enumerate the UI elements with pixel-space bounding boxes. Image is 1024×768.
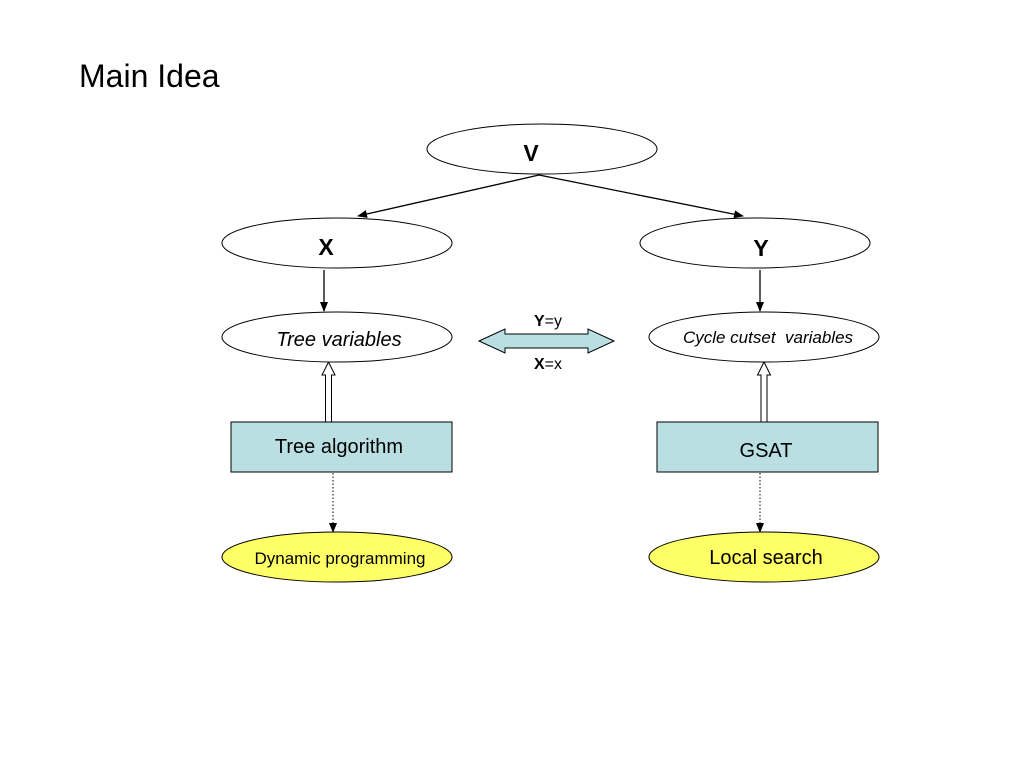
node-dynamic-programming: Dynamic programming <box>221 531 453 583</box>
node-cycle-cutset-variables: Cycle cutset variables <box>648 311 880 363</box>
node-y: Y <box>639 217 871 269</box>
node-dynamic-programming-label: Dynamic programming <box>255 549 426 568</box>
exchange-top-label: Y=y <box>534 313 562 330</box>
exchange-top-bold: Y <box>534 313 545 330</box>
hollow-arrow-tree-algo-to-tree-vars <box>321 360 336 423</box>
node-x-label: X <box>318 234 334 260</box>
node-cycle-cutset-variables-label: Cycle cutset variables <box>683 328 854 347</box>
double-arrow-icon <box>477 328 616 354</box>
slide-title: Main Idea <box>79 58 220 94</box>
exchange-bottom-rest: =x <box>545 356 562 373</box>
exchange-bottom-label: X=x <box>534 356 562 373</box>
node-x: X <box>221 217 453 269</box>
edge-v-to-x <box>357 174 540 218</box>
box-tree-algorithm-label: Tree algorithm <box>275 436 403 458</box>
box-gsat: GSAT <box>656 421 879 473</box>
box-gsat-label: GSAT <box>740 440 793 462</box>
exchange-top-rest: =y <box>545 313 562 330</box>
exchange-bottom-bold: X <box>534 356 545 373</box>
node-tree-variables-label: Tree variables <box>276 329 401 351</box>
edge-v-to-y <box>538 174 744 219</box>
node-y-label: Y <box>753 235 768 261</box>
node-local-search-label: Local search <box>709 547 822 569</box>
node-tree-variables: Tree variables <box>221 311 453 363</box>
exchange-double-arrow: Y=y X=x <box>477 313 616 373</box>
node-local-search: Local search <box>648 531 880 583</box>
node-v: V <box>426 123 658 175</box>
hollow-arrow-gsat-to-cycle-vars <box>756 360 772 423</box>
box-tree-algorithm: Tree algorithm <box>230 421 453 473</box>
node-v-label: V <box>523 140 539 166</box>
